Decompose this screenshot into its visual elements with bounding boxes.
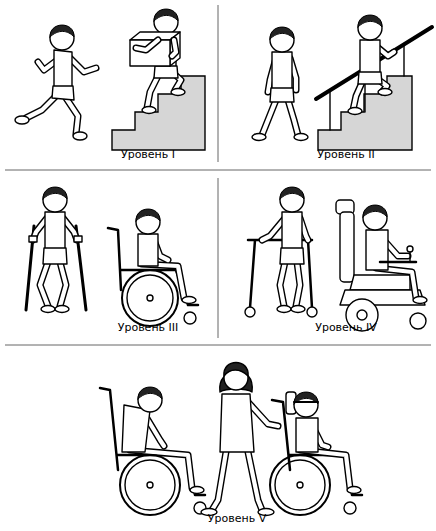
wheel-hub	[147, 295, 153, 301]
manual-wheelchair	[108, 209, 198, 326]
wheel-rim	[127, 275, 173, 321]
shorts	[270, 88, 294, 102]
level-label: Уровень I	[121, 148, 175, 161]
torso	[138, 234, 158, 266]
shoe	[347, 487, 361, 494]
head	[50, 25, 74, 50]
head	[270, 27, 294, 52]
child-with-walker	[245, 187, 317, 317]
shorts	[280, 248, 304, 264]
wheel	[270, 455, 330, 515]
wheel-hub	[147, 482, 153, 488]
head	[363, 205, 387, 230]
power-wheelchair	[336, 200, 427, 331]
divider-line	[218, 178, 219, 338]
panel-dividers	[5, 5, 431, 345]
stairs	[112, 76, 205, 150]
joystick-knob	[407, 246, 413, 252]
torso	[282, 212, 302, 250]
divider-line	[5, 170, 431, 171]
shoe	[378, 89, 392, 96]
caster	[344, 502, 356, 514]
head	[43, 187, 67, 212]
shoe	[171, 89, 185, 96]
wheel	[120, 455, 180, 515]
shoe	[291, 306, 305, 313]
shorts	[358, 72, 382, 84]
seat	[350, 275, 410, 290]
supported-child-wheelchair	[270, 392, 362, 515]
torso	[220, 394, 254, 452]
torso	[122, 405, 150, 452]
arms	[136, 40, 176, 56]
torso	[360, 40, 380, 76]
torso	[272, 52, 292, 90]
chair-frame	[272, 400, 362, 495]
head	[294, 392, 318, 417]
shorts	[154, 66, 178, 78]
child-with-crutches	[26, 187, 86, 313]
walker-wheel	[245, 307, 255, 317]
shoe	[294, 134, 308, 141]
wheel-rim	[125, 460, 175, 510]
wheel-hub	[297, 482, 303, 488]
level-label: Уровень V	[208, 512, 266, 525]
torso	[366, 230, 388, 270]
crutch-cuff	[74, 236, 82, 242]
wheel-rim	[275, 460, 325, 510]
head	[138, 387, 162, 412]
head-strap	[294, 401, 318, 403]
child-carrying-box	[130, 9, 185, 114]
walking-child	[252, 27, 308, 141]
head	[154, 9, 178, 34]
shoe	[277, 306, 291, 313]
handrail	[316, 27, 432, 130]
shoe	[190, 487, 204, 494]
level-label: Уровень IV	[315, 321, 377, 334]
caster	[184, 312, 196, 324]
torso	[296, 418, 318, 452]
divider-line	[218, 5, 219, 162]
shoe	[55, 306, 69, 313]
shoe	[73, 132, 87, 140]
walker-wheel	[307, 307, 317, 317]
hair	[224, 363, 248, 377]
caster	[410, 313, 426, 329]
shoe	[252, 134, 266, 141]
head	[136, 209, 160, 234]
arms	[136, 40, 176, 56]
head	[280, 187, 304, 212]
shoe	[142, 107, 156, 114]
divider-line	[5, 345, 431, 346]
torso	[45, 212, 65, 250]
shoe	[182, 297, 196, 304]
caregiver	[201, 363, 278, 516]
wheel	[122, 270, 178, 326]
level-label: Уровень II	[317, 148, 374, 161]
crutch-cuff	[29, 236, 37, 242]
shoe	[413, 297, 427, 304]
level-label: Уровень III	[118, 321, 179, 334]
child-using-rail	[348, 15, 394, 115]
shorts	[43, 248, 67, 264]
shoe	[348, 108, 362, 115]
chair-frame	[100, 388, 205, 495]
wheel-hub	[357, 310, 367, 320]
rail-post	[329, 91, 330, 130]
backrest	[340, 212, 354, 282]
shorts	[52, 86, 74, 100]
shoe	[41, 306, 55, 313]
running-child	[15, 25, 96, 140]
head	[358, 15, 382, 40]
torso	[54, 50, 72, 88]
rail-post	[403, 46, 404, 76]
slumped-child-wheelchair	[100, 387, 206, 515]
shoe	[15, 116, 29, 124]
